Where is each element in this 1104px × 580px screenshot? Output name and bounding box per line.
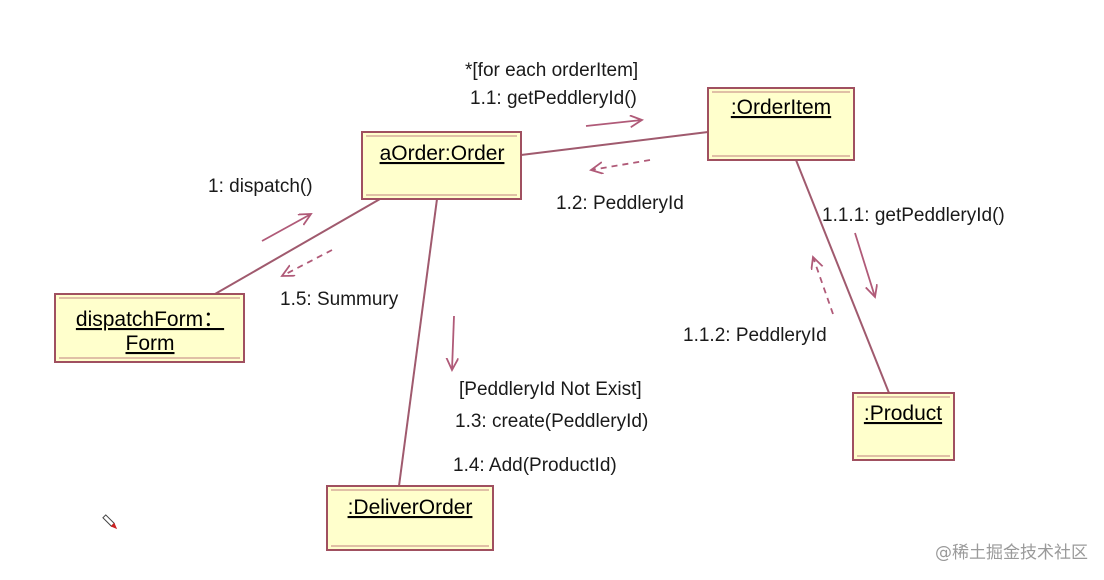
link-form-order <box>214 198 381 295</box>
arrow-1-dispatch <box>261 214 311 242</box>
pen-cursor-icon <box>102 514 118 530</box>
arrow-1-1-1-getpeddleryid <box>854 232 875 297</box>
msg-1-1-2: 1.1.2: PeddleryId <box>683 325 827 346</box>
object-order-label: aOrder:Order <box>380 142 505 165</box>
object-product-label: :Product <box>864 402 942 425</box>
object-orderitem-label: :OrderItem <box>731 96 831 119</box>
object-dispatchform-label-line1: dispatchForm： <box>76 308 224 331</box>
msg-1-1: 1.1: getPeddleryId() <box>470 88 637 109</box>
link-orderitem-product <box>795 159 890 394</box>
msg-1: 1: dispatch() <box>208 176 313 197</box>
object-deliverorder-label: :DeliverOrder <box>348 496 473 519</box>
link-order-deliverorder <box>398 198 438 487</box>
watermark-text: @稀土掘金技术社区 <box>935 543 1088 563</box>
msg-1-1-1: 1.1.1: getPeddleryId() <box>822 205 1005 226</box>
links <box>214 131 890 487</box>
object-deliverorder[interactable]: :DeliverOrder <box>326 485 494 551</box>
arrow-1-3-create <box>452 315 454 370</box>
object-dispatchform[interactable]: dispatchForm： Form <box>54 293 245 363</box>
msg-1-2: 1.2: PeddleryId <box>556 193 684 214</box>
object-product[interactable]: :Product <box>852 392 955 461</box>
msg-1-3-guard: [PeddleryId Not Exist] <box>459 379 642 400</box>
arrow-1-5-summury <box>282 249 333 276</box>
message-labels: *[for each orderItem] 1.1: getPeddleryId… <box>208 60 1005 476</box>
msg-1-4: 1.4: Add(ProductId) <box>453 455 617 476</box>
arrow-1-1-getpeddleryid <box>585 120 642 126</box>
object-order[interactable]: aOrder:Order <box>361 131 522 200</box>
arrow-1-1-2-peddleryid <box>813 257 834 315</box>
link-order-orderitem <box>520 131 709 156</box>
msg-1-1-guard: *[for each orderItem] <box>465 60 638 81</box>
message-arrows <box>261 120 875 370</box>
arrow-1-2-peddleryid <box>591 159 651 170</box>
msg-1-3: 1.3: create(PeddleryId) <box>455 411 648 432</box>
object-orderitem[interactable]: :OrderItem <box>707 87 855 161</box>
object-dispatchform-label-line2: Form <box>126 332 175 355</box>
msg-1-5: 1.5: Summury <box>280 289 399 310</box>
